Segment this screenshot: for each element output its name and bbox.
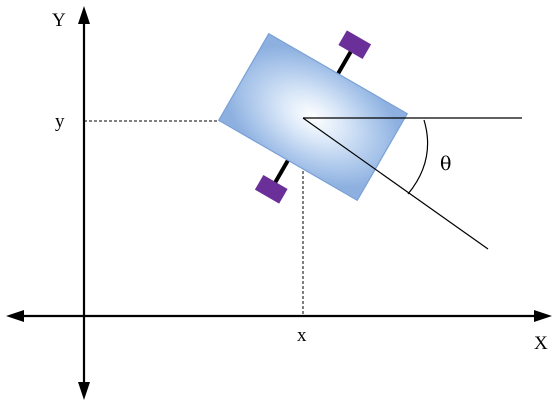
y-coordinate-label: y: [55, 111, 65, 132]
robot-body: [217, 32, 409, 202]
y-axis-down-arrow: [78, 382, 90, 400]
angle-arc: [407, 119, 429, 195]
x-axis: [6, 310, 552, 322]
y-axis-up-arrow: [78, 6, 90, 24]
x-axis-left-arrow: [6, 310, 24, 322]
heading-line: [302, 117, 489, 250]
y-axis: [78, 6, 90, 400]
x-axis-label: X: [534, 333, 548, 354]
x-coordinate-label: x: [297, 325, 307, 346]
theta-angle-label: θ: [440, 153, 451, 175]
y-axis-label: Y: [52, 10, 66, 31]
x-axis-right-arrow: [534, 310, 552, 322]
wheel-icon: [254, 174, 288, 204]
wheel-icon: [338, 30, 372, 60]
